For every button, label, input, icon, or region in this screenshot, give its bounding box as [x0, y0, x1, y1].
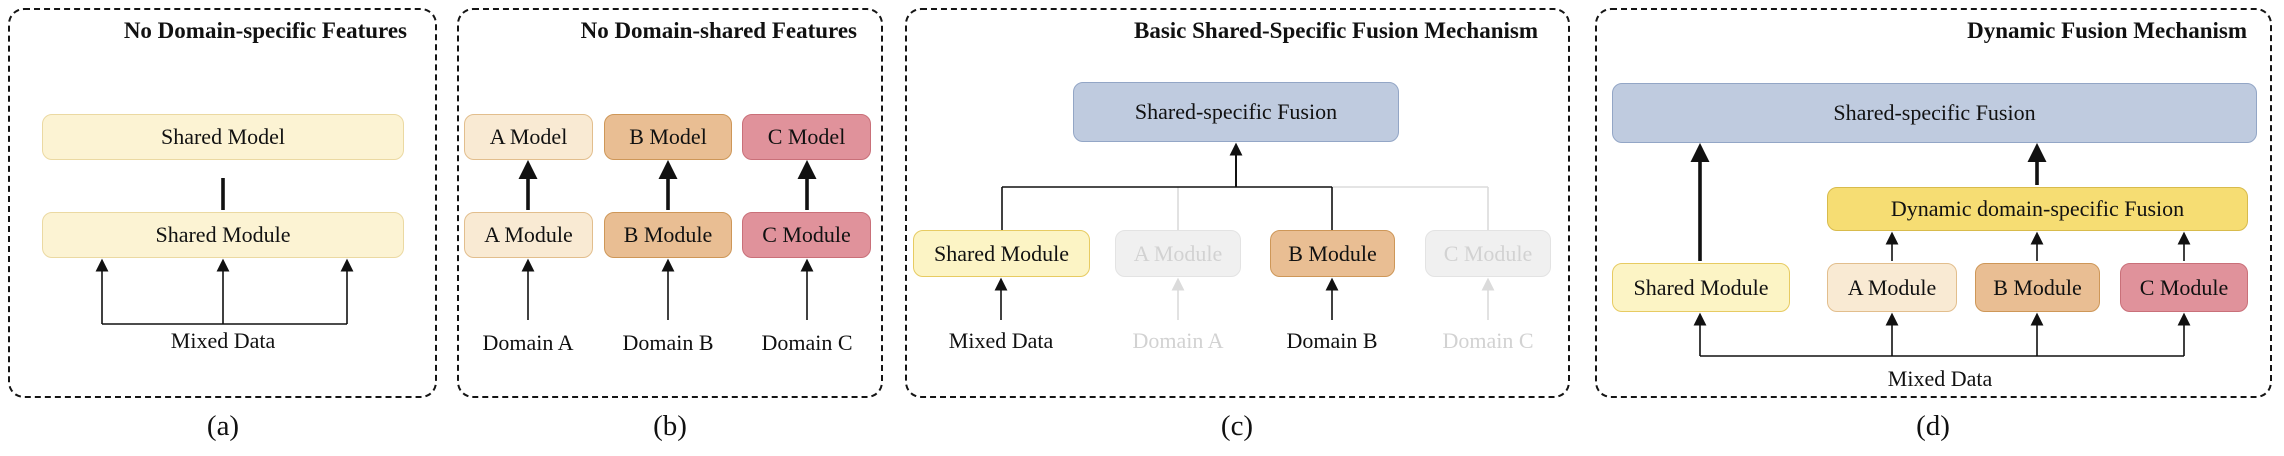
- panel-c-connectors: [994, 142, 1495, 320]
- label-mixed-data-c: Mixed Data: [948, 328, 1054, 353]
- node-shared-module-c: Shared Module: [913, 230, 1090, 277]
- panel-c-frame: [905, 8, 1570, 398]
- panel-b-frame: [457, 8, 883, 398]
- label-domain-b-b: Domain B: [622, 330, 714, 355]
- node-shared-model: Shared Model: [42, 114, 404, 160]
- caption-a: (a): [206, 410, 240, 442]
- node-shared-module-d: Shared Module: [1612, 263, 1790, 312]
- node-b-module-b: B Module: [604, 212, 732, 258]
- node-dynamic-domain-specific-fusion: Dynamic domain-specific Fusion: [1827, 187, 2248, 231]
- node-b-module-c: B Module: [1270, 230, 1395, 277]
- panel-d-connectors: [1690, 142, 2191, 357]
- caption-b: (b): [653, 410, 687, 442]
- node-b-model: B Model: [604, 114, 732, 160]
- node-shared-specific-fusion-c: Shared-specific Fusion: [1073, 82, 1399, 142]
- panel-a-frame: [8, 8, 437, 398]
- node-a-module-d: A Module: [1827, 263, 1957, 312]
- caption-c: (c): [1220, 410, 1254, 442]
- panel-d-title: Dynamic Fusion Mechanism: [1967, 18, 2247, 43]
- node-c-module-b: C Module: [742, 212, 871, 258]
- node-a-model: A Model: [464, 114, 593, 160]
- label-domain-a-b: Domain A: [482, 330, 574, 355]
- label-domain-a-c: Domain A: [1132, 328, 1224, 353]
- panel-c-title: Basic Shared-Specific Fusion Mechanism: [1133, 18, 1538, 43]
- label-mixed-data-d: Mixed Data: [1887, 366, 1993, 391]
- label-domain-c-b: Domain C: [761, 330, 853, 355]
- label-domain-b-c: Domain B: [1286, 328, 1378, 353]
- panel-a-title: No Domain-specific Features: [123, 18, 407, 43]
- node-shared-module-a: Shared Module: [42, 212, 404, 258]
- node-shared-specific-fusion-d: Shared-specific Fusion: [1612, 83, 2257, 143]
- node-a-module-c: A Module: [1115, 230, 1241, 277]
- panel-d-frame: [1595, 8, 2272, 398]
- node-c-module-d: C Module: [2120, 263, 2248, 312]
- label-mixed-data-a: Mixed Data: [170, 328, 276, 353]
- label-domain-c-c: Domain C: [1442, 328, 1534, 353]
- caption-d: (d): [1916, 410, 1950, 442]
- node-a-module-b: A Module: [464, 212, 593, 258]
- panel-a-connectors: [95, 178, 354, 325]
- node-b-module-d: B Module: [1975, 263, 2100, 312]
- node-c-module-c: C Module: [1425, 230, 1551, 277]
- panel-b-title: No Domain-shared Features: [580, 18, 857, 43]
- node-c-model: C Model: [742, 114, 871, 160]
- panel-b-connectors: [518, 159, 817, 320]
